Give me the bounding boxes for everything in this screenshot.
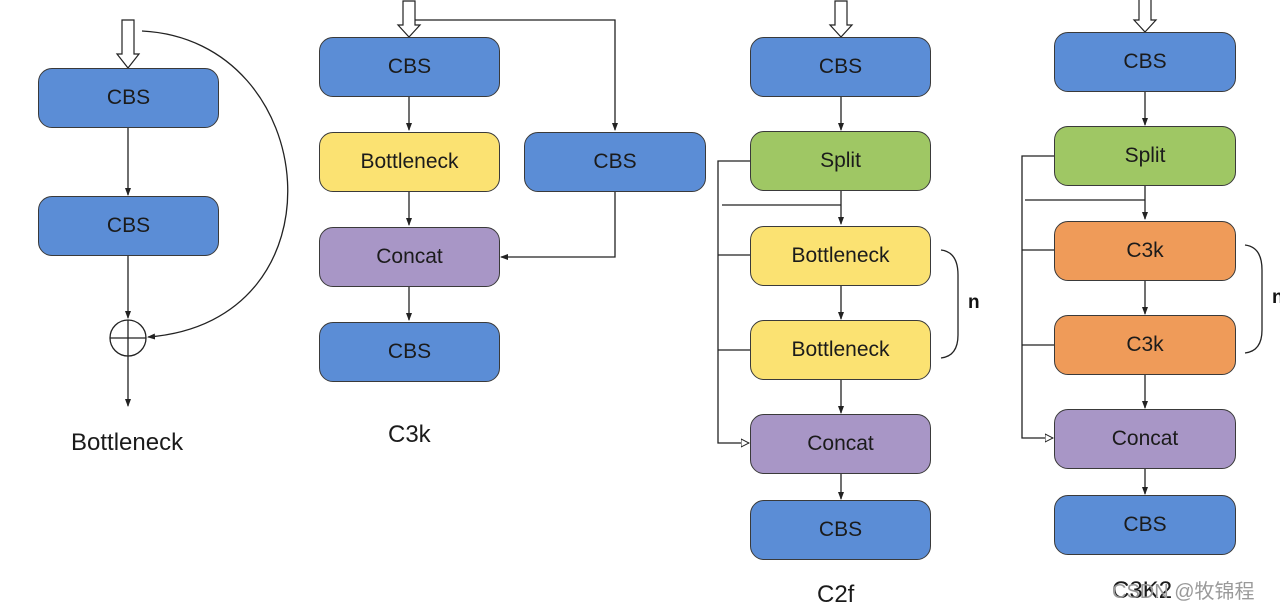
c3k2-repeat-label: n	[1272, 287, 1280, 308]
c3k2-concat: Concat	[1054, 409, 1236, 469]
c3k2-caption: C3K2	[1112, 577, 1173, 604]
input-arrow-icon	[828, 0, 854, 38]
c3k-concat: Concat	[319, 227, 500, 287]
c3k2-cbs-bottom: CBS	[1054, 495, 1236, 555]
bottleneck-caption: Bottleneck	[71, 429, 184, 456]
input-arrow-icon	[1132, 0, 1158, 33]
c2f-concat: Concat	[750, 414, 931, 474]
c3k2-c3k-1: C3k	[1054, 221, 1236, 281]
c3k2-c3k-2: C3k	[1054, 315, 1236, 375]
input-arrow-icon	[396, 0, 422, 38]
bottleneck-cbs-1: CBS	[38, 68, 219, 128]
c2f-bottleneck-1: Bottleneck	[750, 226, 931, 286]
input-arrow-icon	[115, 19, 141, 69]
c3k-flow	[396, 0, 618, 321]
repeat-brace	[940, 249, 959, 359]
c3k2-flow	[1021, 0, 1263, 495]
bottleneck-cbs-2: CBS	[38, 196, 219, 256]
c3k-cbs-bottom: CBS	[319, 322, 500, 382]
residual-skip-connection	[141, 30, 289, 340]
c3k2-cbs-top: CBS	[1054, 32, 1236, 92]
c2f-caption: C2f	[817, 581, 855, 608]
watermark: CSDN @牧锦程	[1112, 581, 1255, 603]
c3k-bottleneck: Bottleneck	[319, 132, 500, 192]
c2f-cbs-top: CBS	[750, 37, 931, 97]
c2f-bottleneck-2: Bottleneck	[750, 320, 931, 380]
c3k-cbs-side: CBS	[524, 132, 706, 192]
c3k2-split: Split	[1054, 126, 1236, 186]
c3k-caption: C3k	[388, 421, 431, 448]
repeat-brace	[1244, 244, 1263, 354]
c2f-flow	[717, 0, 959, 500]
c2f-repeat-label: n	[968, 292, 980, 313]
c2f-cbs-bottom: CBS	[750, 500, 931, 560]
c2f-split: Split	[750, 131, 931, 191]
bottleneck-flow	[109, 19, 289, 407]
c3k-cbs-top: CBS	[319, 37, 500, 97]
